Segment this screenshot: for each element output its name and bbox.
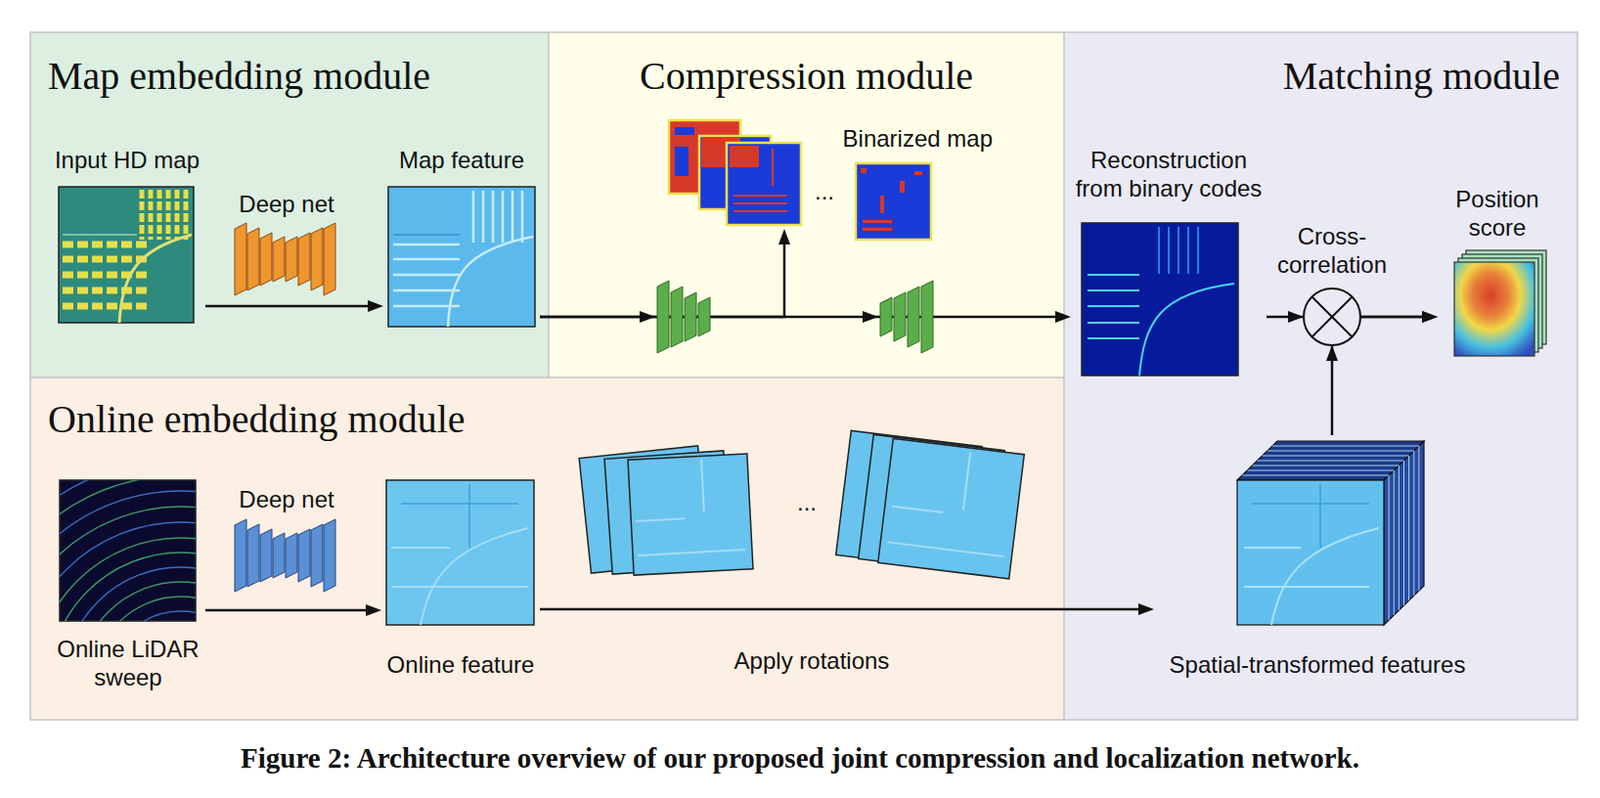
connector-line [539, 608, 1145, 612]
compression-decoder-icon [880, 280, 934, 354]
annotation-label: Apply rotations [734, 647, 890, 676]
connector-line [205, 305, 374, 309]
annotation-label: Cross-correlation [1268, 222, 1396, 280]
arrowhead [365, 604, 382, 617]
online-deep-net-icon [234, 519, 336, 592]
connector-arrow [205, 300, 384, 312]
compression-panel-fill [548, 32, 1065, 378]
connector-line [539, 315, 1062, 319]
annotation-label: ... [814, 177, 835, 207]
image-caption: Input HD map [54, 146, 200, 176]
map-deep-net-icon [234, 222, 336, 296]
annotation-label: ... [797, 488, 817, 518]
map-panel-fill [30, 32, 549, 378]
position-score-stack [1454, 250, 1547, 356]
spatial-feature-cube [1237, 441, 1424, 625]
binary-code-box: Binarized map [665, 125, 993, 229]
matching-panel-fill [1064, 32, 1578, 720]
module-heading: Map embedding module [47, 53, 431, 99]
module-panel: Online embedding moduleOnline LiDAR swee… [30, 377, 1065, 720]
feature-image-box: Map feature [383, 146, 540, 329]
feature-image-box: Online feature [381, 477, 540, 680]
arrowhead [1422, 311, 1438, 323]
module-panel: Matching moduleReconstruction from binar… [1064, 32, 1578, 720]
arrowhead [1138, 603, 1155, 616]
image-caption: Reconstruction from binary codes [1070, 146, 1267, 204]
image-caption: Map feature [399, 146, 525, 176]
panel-borders [30, 32, 1578, 720]
arrowhead [778, 228, 791, 245]
module-panel: Compression moduleBinarized map [548, 32, 1065, 378]
map-image-box: Input HD map [48, 146, 206, 325]
reconstruction-image [1081, 222, 1239, 376]
arrowhead [367, 300, 384, 312]
connector-arrow [539, 311, 1071, 323]
online-feature-image [386, 480, 534, 625]
image-caption: Spatial-transformed features [1169, 651, 1467, 680]
arrowhead [1055, 311, 1071, 323]
image-caption: Binarized map [843, 125, 993, 154]
rotated-feature-stack [836, 430, 1025, 578]
edge-label: Deep net [238, 190, 334, 220]
figure-caption: Figure 2: Architecture overview of our p… [0, 741, 1600, 776]
rotated-feature-stack [578, 445, 754, 576]
feature-cube-box: Spatial-transformed features [1154, 435, 1481, 680]
arrowhead [1422, 311, 1438, 323]
cross-correlation-symbol [1303, 288, 1361, 346]
module-heading: Matching module [1283, 53, 1560, 99]
connector-arrow [539, 603, 1155, 616]
connector-line [205, 609, 372, 613]
compression-encoder-icon [657, 280, 711, 354]
module-heading: Compression module [639, 53, 974, 99]
hd-map-image [58, 186, 194, 323]
image-caption: Position score [1441, 185, 1555, 243]
module-heading: Online embedding module [47, 397, 466, 443]
sensor-image-box: Online LiDAR sweep [50, 477, 206, 693]
image-caption: Online feature [387, 651, 535, 680]
panel-fills [30, 32, 1578, 720]
online-panel-fill [30, 377, 1065, 720]
reconstruction-box: Reconstruction from binary codes [1070, 146, 1267, 378]
edge-label: Deep net [238, 486, 334, 515]
map-feature-image [388, 186, 535, 327]
score-map-box: Position score [1437, 185, 1557, 360]
connector-arrow [205, 604, 382, 617]
image-caption: Online LiDAR sweep [54, 635, 202, 693]
